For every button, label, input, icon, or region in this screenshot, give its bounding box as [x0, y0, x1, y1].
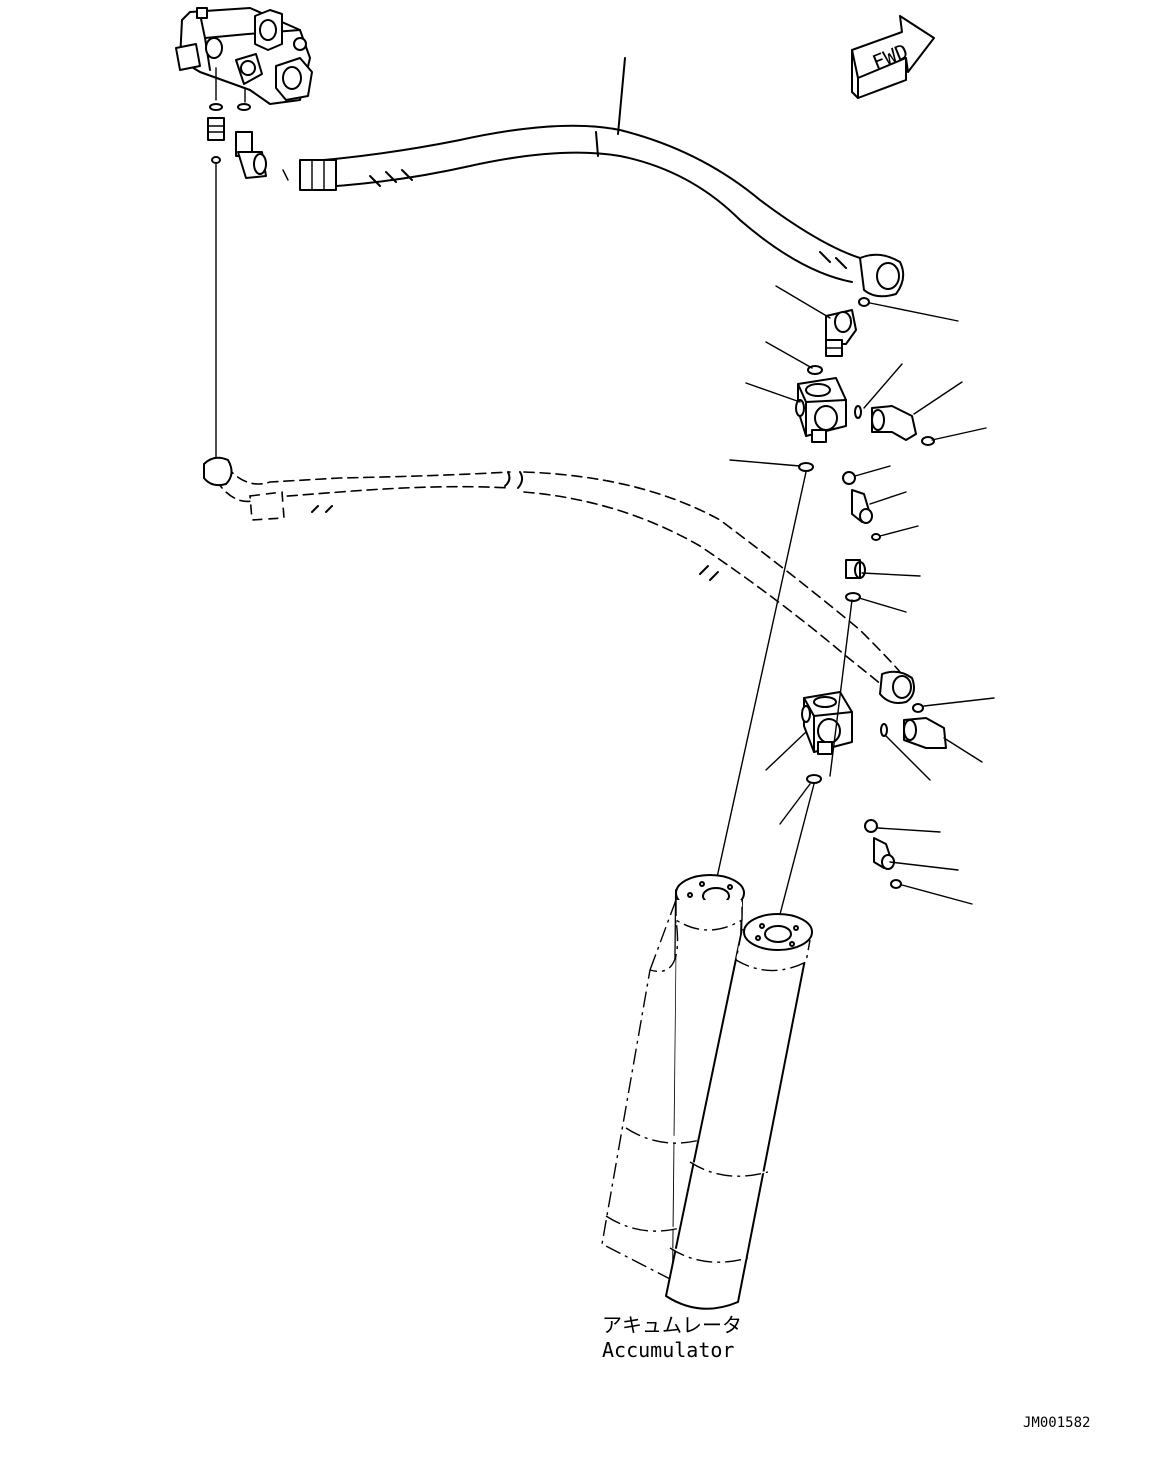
valve-fittings	[207, 67, 289, 461]
leader-lines	[729, 285, 995, 905]
valve-block	[175, 7, 313, 105]
forward-direction-arrow: FWD	[851, 15, 935, 99]
accumulator-right	[665, 913, 813, 1310]
accumulator-connection-lines	[715, 471, 815, 923]
lower-hose	[203, 456, 915, 704]
caption-japanese: アキュムレータ	[602, 1313, 742, 1337]
drawing-number: JM001582	[1023, 1415, 1090, 1431]
upper-branch-fittings	[795, 297, 935, 602]
caption-english: Accumulator	[602, 1338, 734, 1362]
upper-hose	[299, 57, 905, 298]
lower-branch-fittings	[801, 599, 947, 889]
